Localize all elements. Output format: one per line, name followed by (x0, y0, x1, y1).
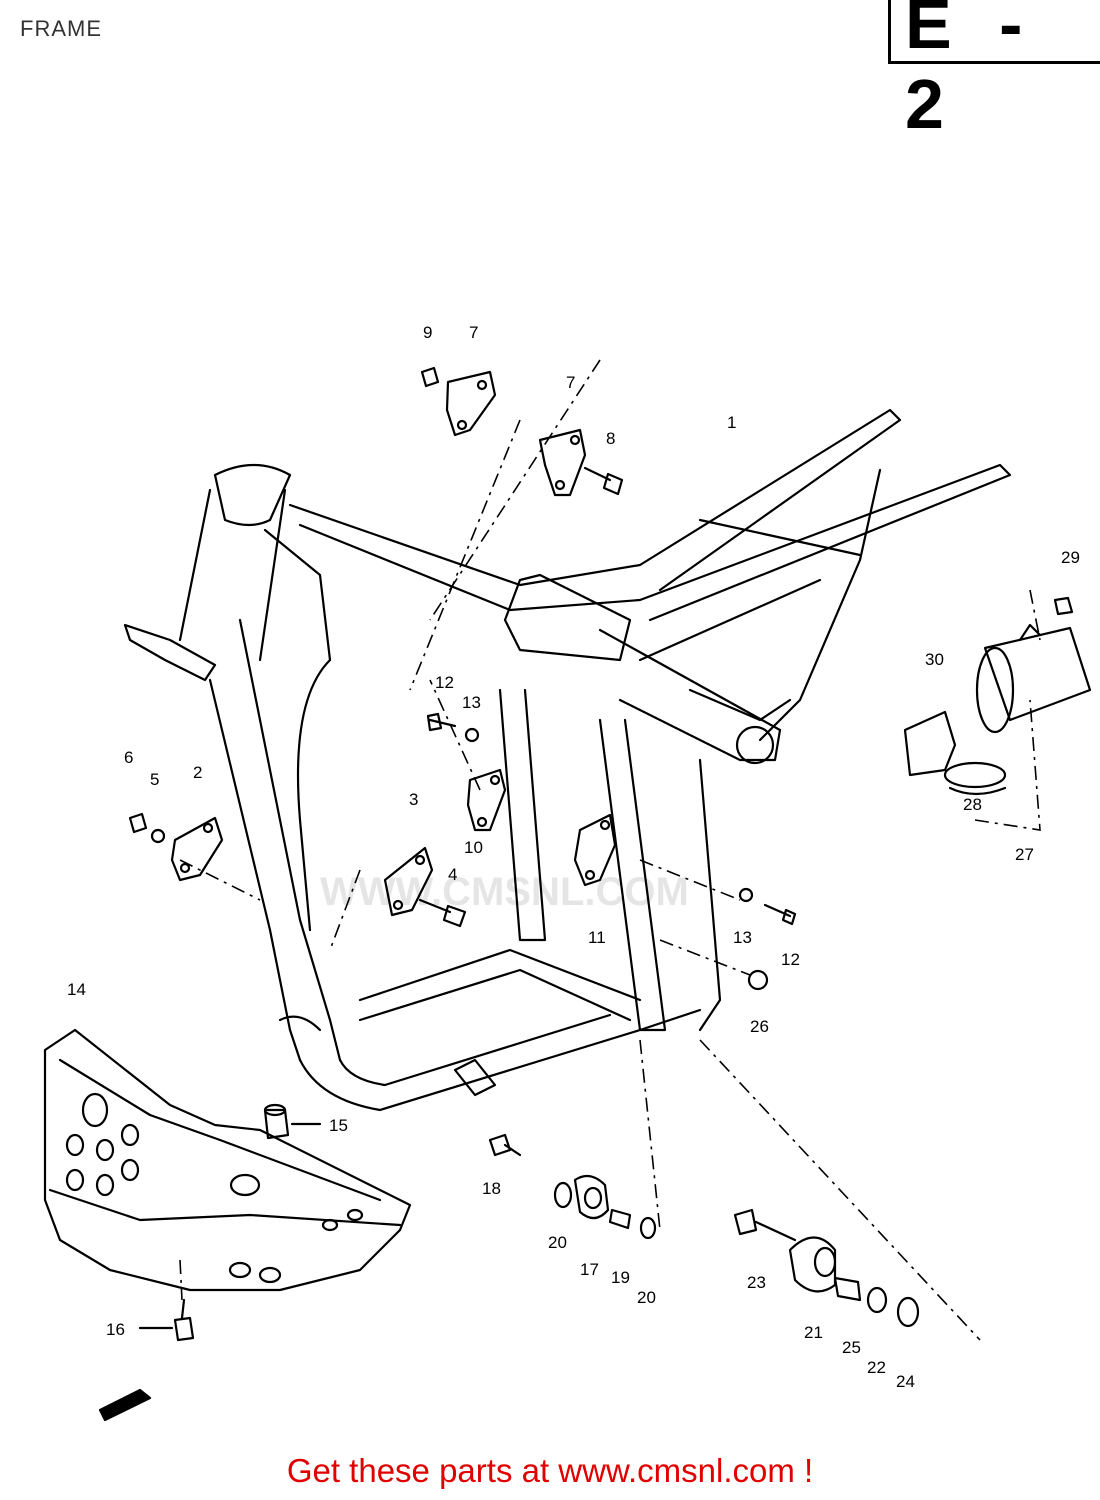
skid-plate (43, 1028, 412, 1292)
part-callouts: 1 2 3 4 5 6 7 7 8 9 10 11 12 12 13 13 14… (67, 323, 1080, 1391)
callout-14: 14 (67, 980, 86, 999)
callout-19: 19 (611, 1268, 630, 1287)
rubber-15 (263, 1103, 322, 1140)
callout-4: 4 (448, 865, 457, 884)
bracket-upper-right (538, 428, 587, 497)
callout-3: 3 (409, 790, 418, 809)
bracket-2 (128, 812, 224, 882)
bracket-11 (573, 813, 797, 991)
callout-28: 28 (963, 795, 982, 814)
forward-arrow-icon (98, 1388, 152, 1422)
bracket-3 (383, 846, 467, 928)
callout-5: 5 (150, 770, 159, 789)
steering-head (123, 463, 292, 682)
callout-22: 22 (867, 1358, 886, 1377)
callout-25: 25 (842, 1338, 861, 1357)
callout-1: 1 (727, 413, 736, 432)
bolt-16 (138, 1298, 195, 1342)
callout-29: 29 (1061, 548, 1080, 567)
bolt-8 (583, 466, 624, 496)
callout-8: 8 (606, 429, 615, 448)
engine-mount-left (488, 1133, 657, 1240)
callout-24: 24 (896, 1372, 915, 1391)
callout-6: 6 (124, 748, 133, 767)
callout-21: 21 (804, 1323, 823, 1342)
callout-12a: 12 (435, 673, 454, 692)
callout-2: 2 (193, 763, 202, 782)
callout-27: 27 (1015, 845, 1034, 864)
callout-17: 17 (580, 1260, 599, 1279)
nut-9 (420, 366, 440, 388)
callout-11: 11 (588, 928, 606, 947)
lower-cradle (278, 948, 702, 1112)
section-code-box (888, 0, 1100, 64)
callout-13b: 13 (733, 928, 752, 947)
callout-7a: 7 (469, 323, 478, 342)
callout-23: 23 (747, 1273, 766, 1292)
section-code: E - 2 (905, 0, 1037, 143)
main-frame (208, 408, 1012, 1062)
callout-16: 16 (106, 1320, 125, 1339)
callout-20b: 20 (637, 1288, 656, 1307)
page-title: FRAME (20, 16, 102, 41)
tool-tube (903, 596, 1092, 796)
watermark: WWW.CMSNL.COM (320, 870, 689, 914)
callout-26: 26 (750, 1017, 769, 1036)
callout-9: 9 (423, 323, 432, 342)
parts-link[interactable]: Get these parts at www.cmsnl.com ! (286, 1452, 814, 1489)
callout-7b: 7 (566, 373, 575, 392)
callout-15: 15 (329, 1116, 348, 1135)
bracket-upper-left (445, 370, 497, 437)
callout-13a: 13 (462, 693, 481, 712)
bracket-10 (426, 712, 507, 832)
callout-18: 18 (482, 1179, 501, 1198)
frame-exploded-diagram: 1 2 3 4 5 6 7 7 8 9 10 11 12 12 13 13 14… (43, 323, 1092, 1422)
callout-12b: 12 (781, 950, 800, 969)
engine-mount-right (733, 1208, 920, 1328)
callout-10: 10 (464, 838, 483, 857)
callout-30: 30 (925, 650, 944, 669)
callout-20a: 20 (548, 1233, 567, 1252)
